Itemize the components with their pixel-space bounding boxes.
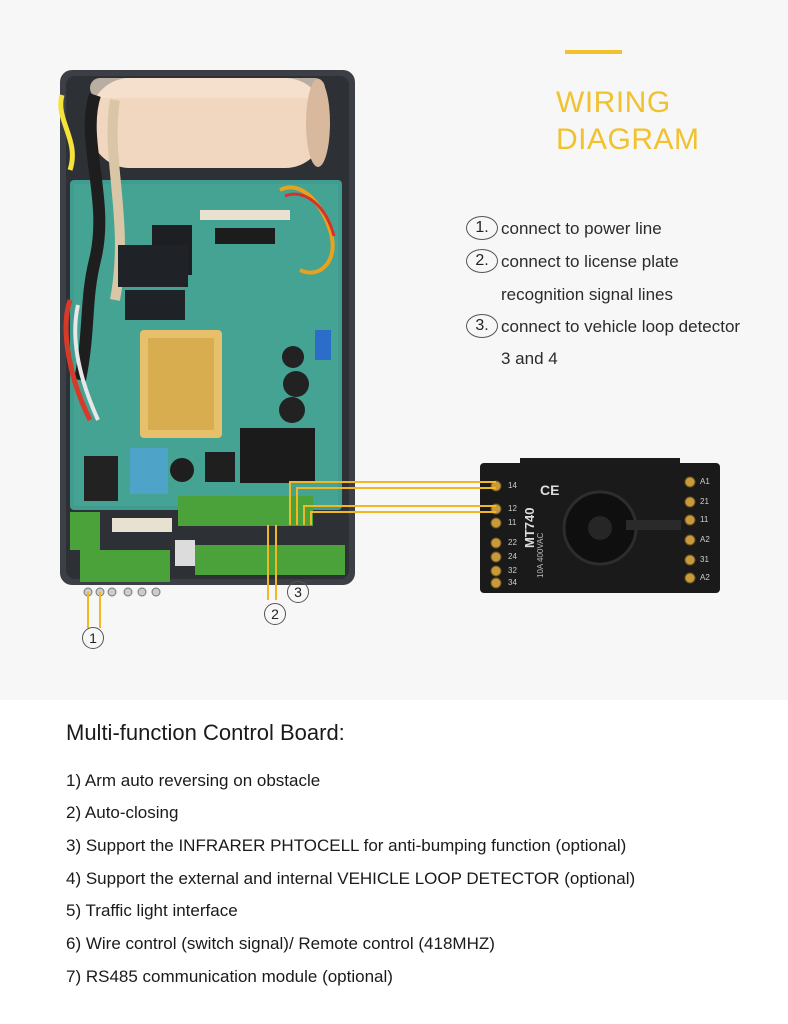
relay-pin-label: 21 [700, 497, 709, 506]
capacitor-1 [282, 346, 304, 368]
note-text-2-continuation: recognition signal lines [501, 285, 673, 304]
feature-item: 1) Arm auto reversing on obstacle [66, 771, 321, 790]
relay-pin-label: A1 [700, 477, 710, 486]
feature-item: 2) Auto-closing [66, 803, 179, 822]
note-text-1: connect to power line [501, 219, 662, 238]
note-text-3-continuation: 3 and 4 [501, 349, 558, 368]
relay-ce-mark: CE [540, 482, 560, 498]
relay-pin-label: 34 [508, 578, 517, 587]
relay-pin-screw [684, 554, 696, 566]
terminal-block-top [178, 496, 313, 526]
feature-item: 3) Support the INFRARER PHTOCELL for ant… [66, 836, 627, 855]
relay-pin-screw [684, 572, 696, 584]
motor-capacitor [90, 78, 330, 168]
relay-pin-screw [490, 551, 502, 563]
relay-pin-label: A2 [700, 535, 710, 544]
relay-pin-screw [490, 565, 502, 577]
relay-pin-label: 11 [700, 515, 709, 524]
relay-pin-screw [490, 537, 502, 549]
note-text-3: connect to vehicle loop detector [501, 317, 741, 336]
capacitor-3 [279, 397, 305, 423]
relay-model-label: MT740 [522, 507, 537, 548]
callout-1: 1 [82, 627, 104, 649]
connection-wire [303, 505, 496, 525]
relay-pin-screw [684, 496, 696, 508]
terminal-block-power [70, 512, 100, 550]
diagram-title-line-1: WIRING [556, 86, 671, 119]
connection-wire [289, 481, 496, 525]
relay-pin-label: A2 [700, 573, 710, 582]
diagram-title-line-2: DIAGRAM [556, 123, 700, 156]
wiring-illustration [58, 70, 720, 628]
relay-pin-screw [684, 476, 696, 488]
note-number-1: 1. [466, 216, 498, 240]
feature-item: 5) Traffic light interface [66, 901, 238, 920]
relay-pin-label: 14 [508, 481, 517, 490]
capacitor-2 [283, 371, 309, 397]
relay-pin-label: 11 [508, 518, 517, 527]
relay-pin-label: 22 [508, 538, 517, 547]
relay-pin-label: 24 [508, 552, 517, 561]
features-heading: Multi-function Control Board: [66, 720, 345, 745]
feature-item: 7) RS485 communication module (optional) [66, 967, 393, 986]
relay-socket [480, 458, 720, 593]
features-panel [0, 700, 788, 1024]
callout-2: 2 [264, 603, 286, 625]
terminal-block-bottom [195, 545, 345, 575]
connection-wire [310, 511, 496, 525]
title-accent-bar [565, 50, 622, 54]
note-number-2: 2. [466, 249, 498, 273]
note-text-2: connect to license plate [501, 252, 679, 271]
relay-pin-label: 12 [508, 504, 517, 513]
relay-pin-label: 32 [508, 566, 517, 575]
relay-pin-screw [490, 517, 502, 529]
connection-wire [296, 487, 496, 525]
relay-pin-label: 31 [700, 555, 709, 564]
feature-item: 6) Wire control (switch signal)/ Remote … [66, 934, 495, 953]
callout-3: 3 [287, 581, 309, 603]
relay-pin-screw [490, 577, 502, 589]
relay-pin-screw [684, 514, 696, 526]
note-number-3: 3. [466, 314, 498, 338]
relay-rating-label: 10A 400VAC [536, 532, 545, 578]
feature-item: 4) Support the external and internal VEH… [66, 869, 636, 888]
relay-pin-screw [684, 534, 696, 546]
